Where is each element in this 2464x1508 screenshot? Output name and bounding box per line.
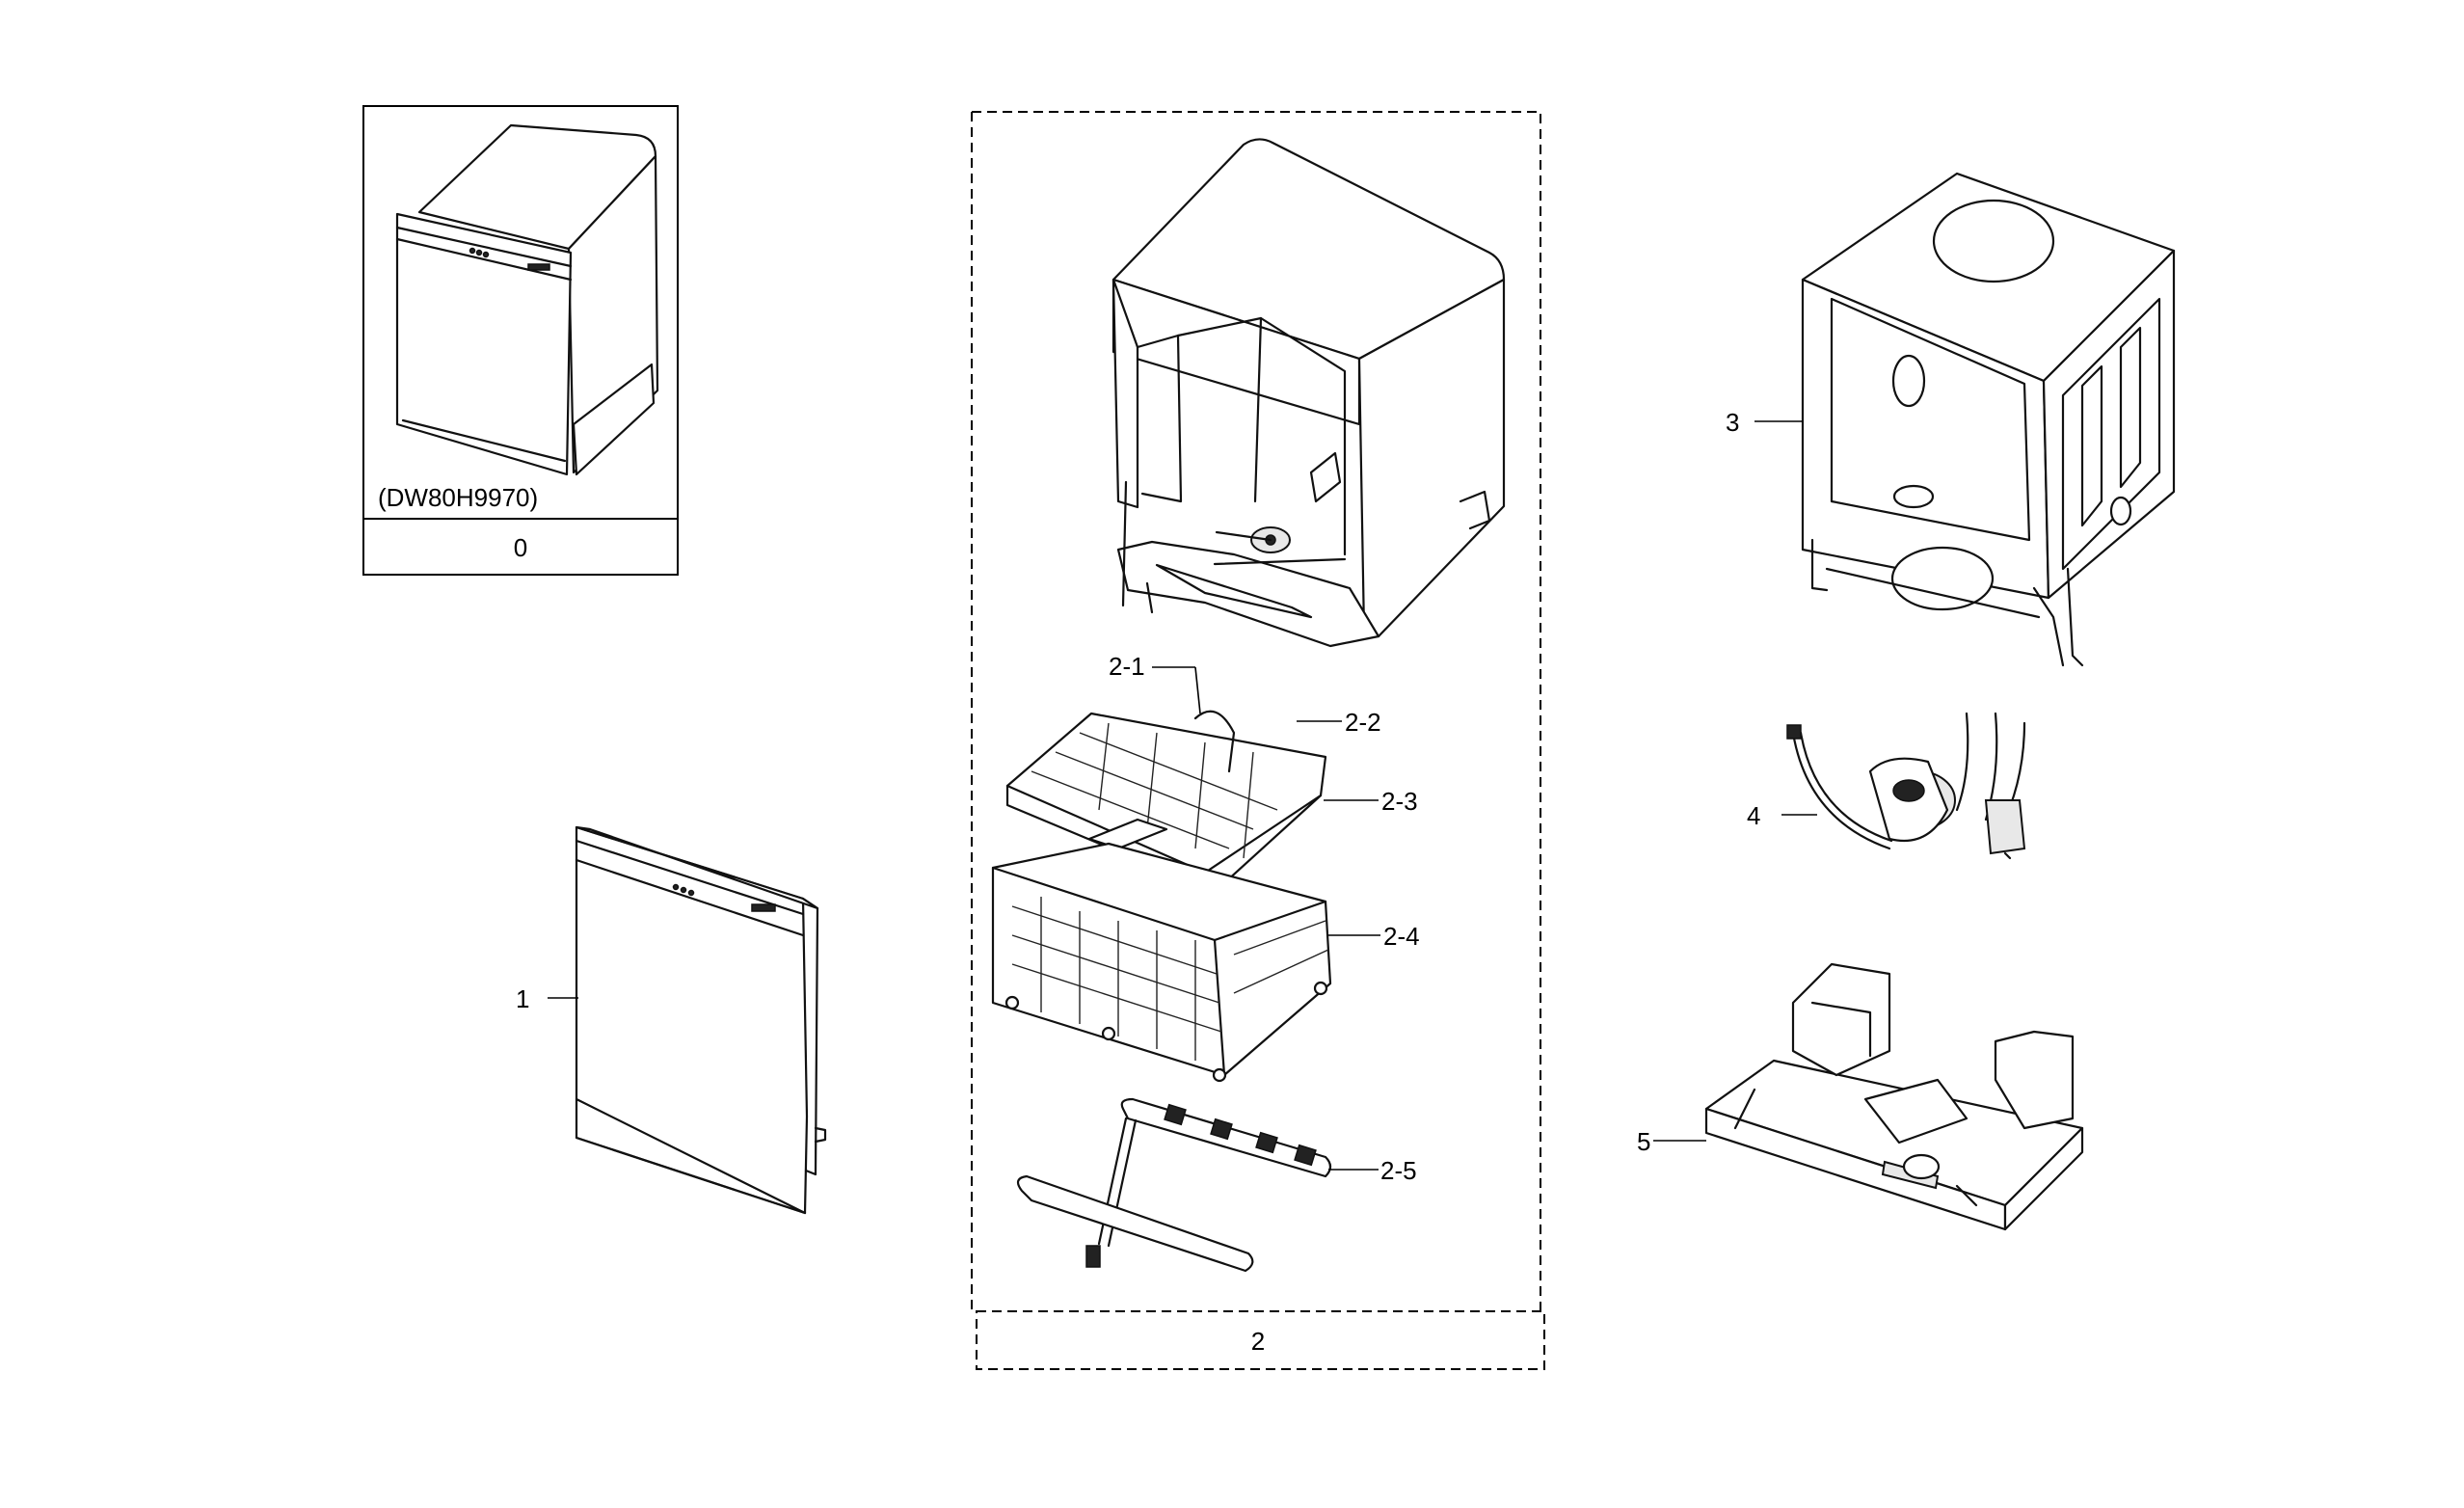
callout-2-1: 2-1 <box>1109 652 1145 681</box>
assembly-box-2: 2 <box>971 111 1545 1370</box>
callout-2-4: 2-4 <box>1383 922 1420 951</box>
lower-rack-drawing <box>991 842 1332 1083</box>
part-4-sump: 4 <box>1747 712 2026 860</box>
door-panel-drawing <box>575 825 809 1215</box>
part-1-door: 1 <box>516 825 827 1215</box>
callout-4: 4 <box>1747 801 1760 830</box>
assembly-box-2-number-cell <box>976 1310 1545 1370</box>
part-5-base: 5 <box>1637 962 2084 1231</box>
callout-2-5: 2-5 <box>1380 1156 1417 1185</box>
assembly-number-0: 0 <box>514 533 527 562</box>
callout-3: 3 <box>1726 408 1739 437</box>
callout-2-2: 2-2 <box>1345 708 1381 737</box>
assembly-box-0-frame <box>362 105 679 576</box>
assembly-box-0: (DW80H9970) 0 <box>362 105 679 576</box>
callout-5: 5 <box>1637 1127 1650 1156</box>
callout-2-3: 2-3 <box>1381 787 1418 816</box>
callout-1: 1 <box>516 984 529 1013</box>
assembly-box-2-frame-top <box>972 111 1541 1311</box>
outer-cabinet-drawing <box>1111 138 1506 648</box>
dishwasher-complete-drawing <box>395 123 659 476</box>
part-3-tub: 3 <box>1726 172 2176 667</box>
model-number-label: (DW80H9970) <box>378 483 538 512</box>
spray-arm-drawing <box>1016 1097 1332 1273</box>
assembly-number-2: 2 <box>1251 1327 1265 1356</box>
